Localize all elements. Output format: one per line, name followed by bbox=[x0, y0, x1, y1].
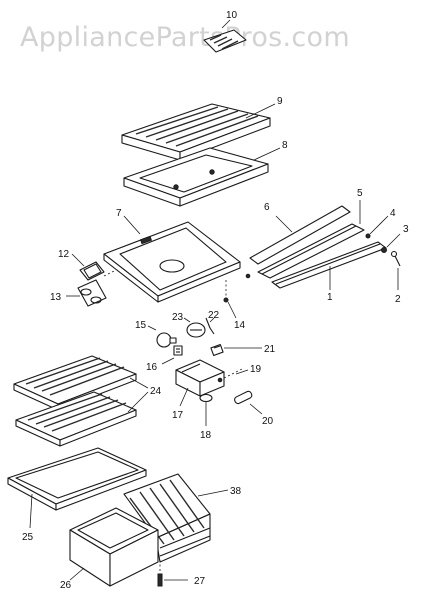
callout-1: 1 bbox=[327, 292, 333, 303]
part-26-crisper-drawer bbox=[69, 507, 159, 587]
callout-17: 17 bbox=[172, 410, 184, 421]
callout-20: 20 bbox=[262, 416, 274, 427]
callout-6: 6 bbox=[264, 202, 270, 213]
callout-21: 21 bbox=[264, 344, 276, 355]
callout-5: 5 bbox=[357, 188, 363, 199]
part-17-housing bbox=[175, 359, 225, 407]
callout-24: 24 bbox=[150, 386, 162, 397]
callout-27: 27 bbox=[194, 576, 206, 587]
part-20-pin bbox=[234, 390, 263, 415]
part-23-knob bbox=[183, 317, 206, 338]
part-15-bulb bbox=[147, 325, 177, 348]
callout-15: 15 bbox=[135, 320, 147, 331]
callout-9: 9 bbox=[277, 96, 283, 107]
part-21-switch bbox=[210, 343, 262, 357]
callout-13: 13 bbox=[50, 292, 62, 303]
part-4-screw bbox=[365, 215, 389, 239]
callout-3: 3 bbox=[403, 224, 409, 235]
callout-22: 22 bbox=[208, 310, 220, 321]
part-18-grommet bbox=[199, 393, 213, 426]
part-3-screw bbox=[381, 233, 401, 253]
part-5-rail bbox=[245, 200, 365, 279]
callout-26: 26 bbox=[60, 580, 72, 591]
part-8-cover-frame bbox=[123, 147, 281, 207]
callout-14: 14 bbox=[234, 320, 246, 331]
callout-10: 10 bbox=[226, 10, 238, 21]
callout-19: 19 bbox=[250, 364, 262, 375]
part-2-screw bbox=[390, 250, 401, 290]
part-24-wire-shelves bbox=[13, 355, 149, 447]
callout-8: 8 bbox=[282, 140, 288, 151]
callout-16: 16 bbox=[146, 362, 158, 373]
part-14-screw bbox=[223, 280, 237, 319]
part-7-main-panel bbox=[103, 215, 241, 303]
callout-7: 7 bbox=[116, 208, 122, 219]
part-13-clip bbox=[66, 279, 107, 307]
callout-18: 18 bbox=[200, 430, 212, 441]
part-19-spring bbox=[217, 367, 249, 383]
callout-4: 4 bbox=[390, 208, 396, 219]
part-27-screw bbox=[157, 560, 188, 587]
part-38-crisper-frame bbox=[123, 473, 229, 563]
callout-23: 23 bbox=[172, 312, 184, 323]
part-16-socket bbox=[161, 345, 183, 365]
part-6-top-rail bbox=[249, 205, 351, 265]
callout-2: 2 bbox=[395, 294, 401, 305]
callout-25: 25 bbox=[22, 532, 34, 543]
callout-12: 12 bbox=[58, 249, 70, 260]
part-25-glass-shelf bbox=[7, 447, 147, 529]
part-10-small-grille bbox=[203, 19, 247, 53]
part-12-clip bbox=[71, 253, 105, 281]
part-9-top-shelf bbox=[121, 103, 276, 161]
dash-link-clips bbox=[103, 269, 117, 277]
part-22-connector bbox=[205, 317, 215, 335]
callout-38: 38 bbox=[230, 486, 242, 497]
watermark-text: AppliancePartsPros.com bbox=[20, 22, 350, 53]
